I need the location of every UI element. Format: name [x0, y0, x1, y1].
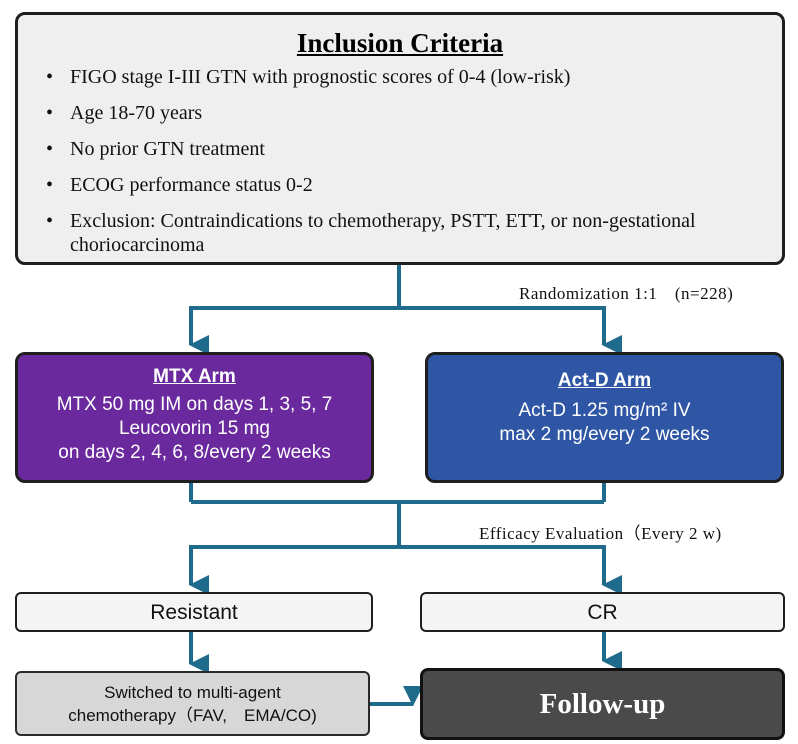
complete-response-box: CR: [420, 592, 785, 632]
mtx-arm-line: Leucovorin 15 mg: [118, 418, 271, 439]
mtx-arm-box: MTX Arm MTX 50 mg IM on days 1, 3, 5, 7 …: [15, 352, 374, 483]
resistant-box: Resistant: [15, 592, 373, 632]
actd-arm-title: Act-D Arm: [557, 370, 652, 391]
actd-arm-box: Act-D Arm Act-D 1.25 mg/m² IV max 2 mg/e…: [425, 352, 784, 483]
randomization-label: Randomization 1:1 (n=228): [519, 284, 734, 303]
criteria-item: ECOG performance status 0-2: [42, 173, 760, 197]
switched-line: Switched to multi-agent: [104, 683, 281, 702]
multi-agent-chemotherapy-box: Switched to multi-agent chemotherapy（FAV…: [15, 671, 370, 736]
follow-up-box: Follow-up: [420, 668, 785, 740]
criteria-item: Age 18-70 years: [42, 101, 760, 125]
criteria-item: FIGO stage I-III GTN with prognostic sco…: [42, 65, 760, 89]
inclusion-criteria-title: Inclusion Criteria: [296, 28, 504, 58]
actd-arm-line: Act-D 1.25 mg/m² IV: [518, 400, 691, 421]
mtx-arm-title: MTX Arm: [153, 366, 236, 387]
switched-line: chemotherapy（FAV, EMA/CO): [68, 706, 317, 725]
mtx-arm-line: MTX 50 mg IM on days 1, 3, 5, 7: [56, 394, 333, 415]
criteria-item: Exclusion: Contraindications to chemothe…: [42, 209, 760, 257]
inclusion-criteria-box: Inclusion Criteria FIGO stage I-III GTN …: [15, 12, 785, 265]
mtx-arm-line: on days 2, 4, 6, 8/every 2 weeks: [58, 442, 331, 463]
efficacy-evaluation-label: Efficacy Evaluation（Every 2 w): [479, 524, 722, 543]
inclusion-criteria-list: FIGO stage I-III GTN with prognostic sco…: [42, 65, 760, 269]
criteria-item: No prior GTN treatment: [42, 137, 760, 161]
actd-arm-line: max 2 mg/every 2 weeks: [499, 424, 710, 445]
